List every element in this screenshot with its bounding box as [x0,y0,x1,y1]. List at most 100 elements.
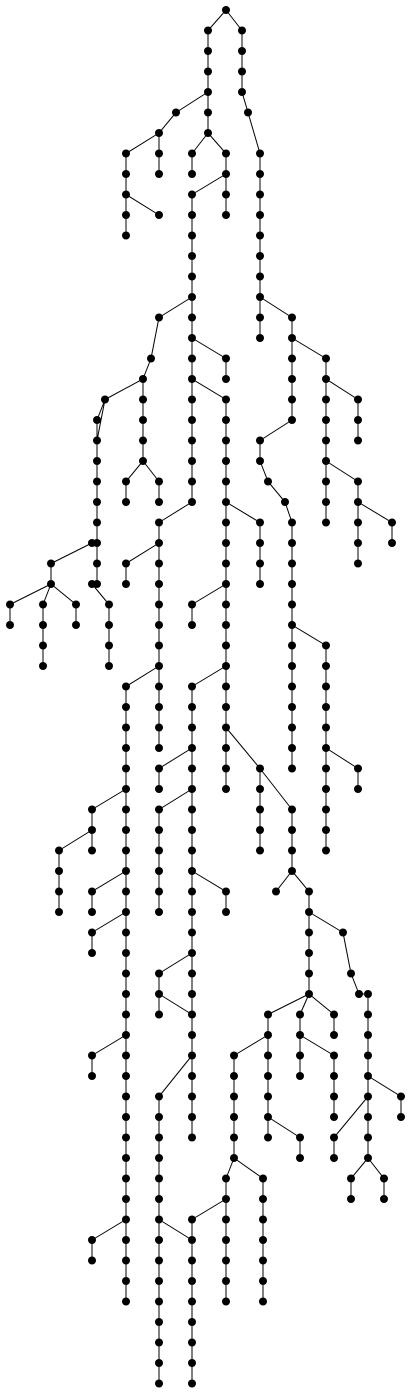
tree-node [330,1113,338,1121]
tree-node [222,6,230,14]
tree-node [264,1113,272,1121]
tree-node [222,887,230,896]
tree-edge [125,460,144,482]
tree-node [256,252,264,260]
tree-node [188,846,196,855]
tree-node [388,518,396,527]
tree-node [256,149,264,158]
tree-node [296,1133,304,1142]
tree-node [155,662,163,670]
tree-node [188,1277,196,1285]
tree-node [256,190,264,199]
tree-node [122,949,130,957]
tree-node [296,1031,304,1039]
tree-edge [91,788,127,810]
tree-node [188,1256,196,1265]
tree-node [230,1113,238,1121]
tree-node [188,949,196,957]
tree-node [204,47,212,55]
tree-node [222,211,230,219]
tree-node [188,1318,196,1326]
tree-node [222,723,230,732]
tree-edge [233,1034,269,1056]
tree-node [39,641,47,650]
tree-node [364,1072,372,1080]
tree-node [155,703,163,711]
tree-edge [58,829,93,851]
tree-edge [91,1219,127,1241]
tree-node [222,1277,230,1285]
tree-node [188,1072,196,1080]
tree-node [222,1236,230,1244]
tree-edge [333,1096,369,1138]
tree-node [256,785,264,793]
tree-node [105,621,113,629]
tree-node [188,805,196,814]
tree-node [155,641,163,650]
tree-node [222,1174,230,1183]
tree-node [122,744,130,752]
tree-node [288,395,296,404]
tree-node [188,416,196,424]
tree-node [296,1154,304,1162]
tree-node [55,846,63,855]
tree-node [122,928,130,937]
tree-node [204,88,212,96]
tree-node [222,498,230,506]
tree-node [322,641,330,650]
tree-node [122,1154,130,1162]
tree-node [188,600,196,609]
tree-node [288,744,296,752]
tree-edge [267,1116,301,1138]
tree-node [322,682,330,691]
tree-edge [50,583,77,605]
tree-node [322,764,330,773]
tree-edge [158,788,193,810]
tree-node [256,805,264,814]
tree-node [139,457,147,465]
tree-node [122,846,130,855]
tree-edge [207,132,227,154]
tree-node [39,621,47,629]
tree-node [354,518,362,527]
tree-node [222,621,230,629]
tree-nodes [6,6,405,1388]
tree-edge [275,870,293,892]
tree-node [322,375,330,383]
tree-node [305,928,313,937]
tree-node [88,1072,96,1080]
tree-node [122,498,130,506]
tree-node [288,375,296,383]
tree-node [354,395,362,404]
tree-node [122,1174,130,1183]
tree-node [122,682,130,691]
tree-node [256,436,264,445]
tree-node [222,662,230,670]
tree-node [364,1133,372,1142]
tree-edge [125,132,160,154]
tree-edge [158,112,177,134]
tree-node [305,908,313,916]
tree-node [322,354,330,363]
tree-node [388,539,396,547]
tree-node [322,518,330,527]
tree-node [155,1010,163,1019]
tree-node [256,539,264,547]
tree-node [259,1236,267,1244]
tree-edge [125,665,160,687]
tree-edge [325,378,359,400]
tree-edge [191,378,227,400]
tree-node [204,26,212,35]
tree-edge [50,542,93,564]
tree-node [122,1236,130,1244]
tree-node [88,1051,96,1060]
tree-node [256,211,264,219]
tree-node [188,928,196,937]
tree-node [6,621,14,629]
tree-node [155,805,163,814]
tree-node [88,949,96,957]
tree-node [288,723,296,732]
tree-node [122,1297,130,1306]
tree-node [93,559,101,568]
